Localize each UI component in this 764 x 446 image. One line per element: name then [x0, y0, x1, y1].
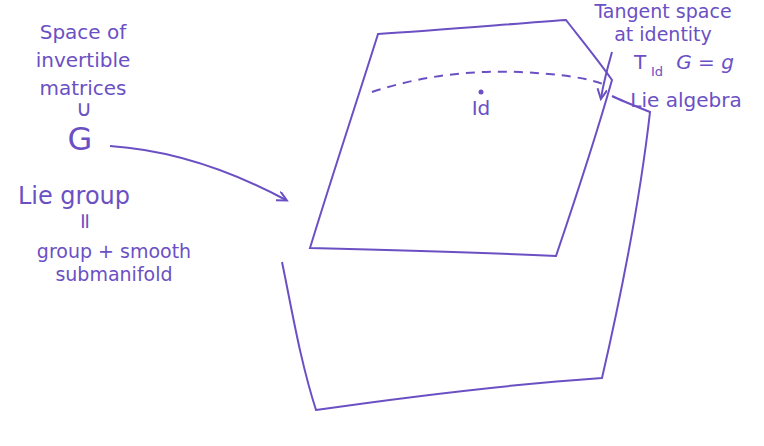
callout-text: Lie group — [4, 182, 144, 211]
identity-dot — [479, 90, 484, 95]
math-symbol: T — [632, 50, 648, 74]
callout-text: Lie algebra — [616, 88, 756, 112]
hidden-edge — [372, 72, 608, 92]
leader-arrow — [601, 52, 612, 98]
tangent-plane — [310, 20, 612, 256]
callout-text: group + smooth submanifold — [4, 240, 224, 286]
math-symbol: = — [72, 206, 98, 236]
callout-text: Space of invertible matrices — [18, 18, 148, 102]
group-label: G — [60, 120, 100, 158]
math-subscript: Id — [645, 64, 669, 80]
point-label: Id — [466, 96, 496, 120]
leader-arrow — [110, 146, 286, 200]
math-symbol: G = g — [670, 50, 740, 74]
math-symbol: ∪ — [70, 96, 98, 122]
callout-text: Tangent space at identity — [588, 0, 738, 46]
